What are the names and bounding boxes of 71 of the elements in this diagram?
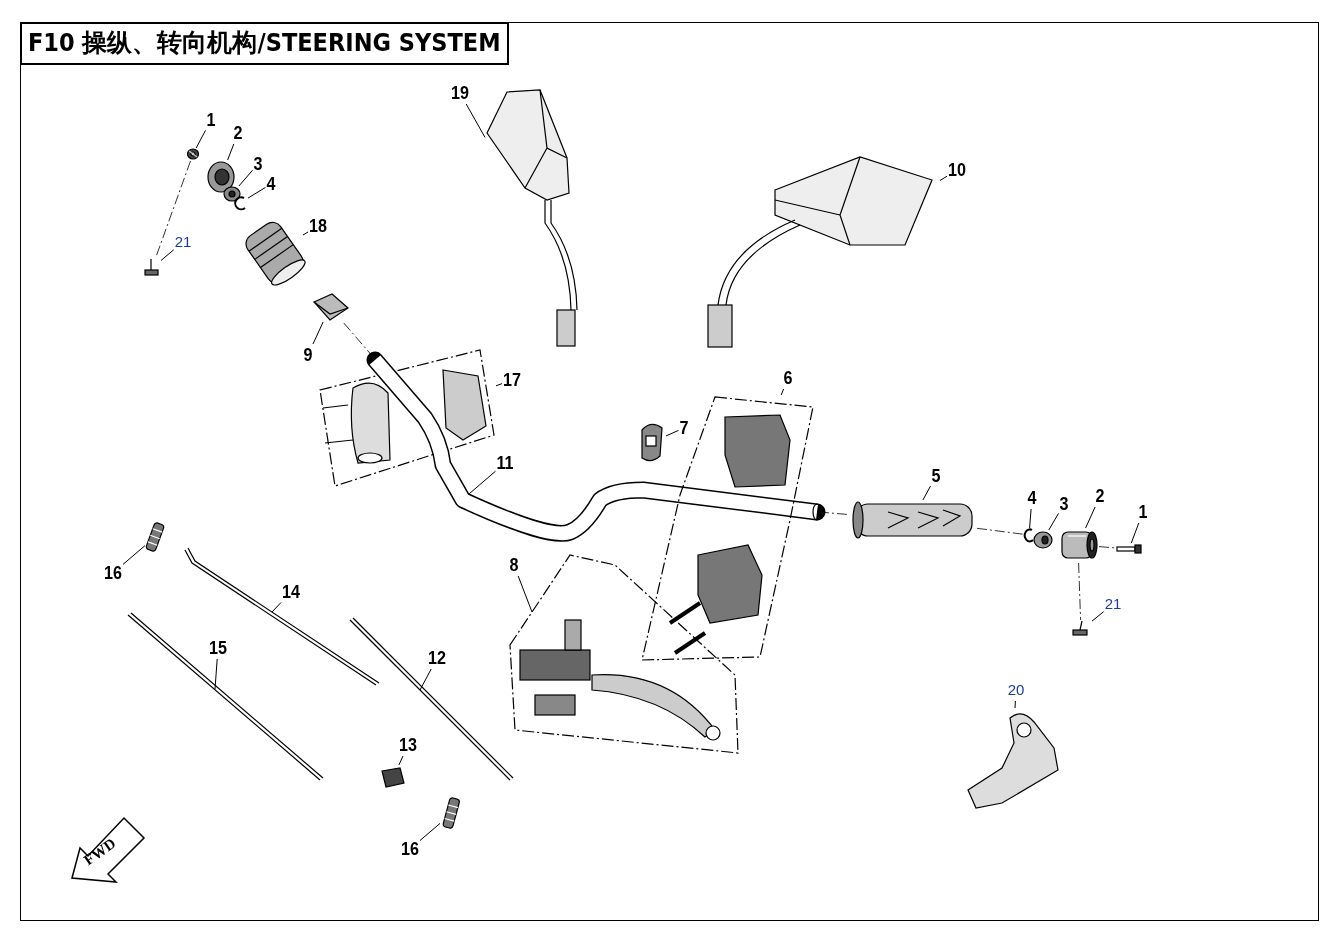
callout-number: 3 [1059,494,1069,514]
callout-number: 4 [1027,488,1037,508]
callout-number: 4 [266,174,276,194]
callout-number: 7 [679,418,689,438]
leader-line [780,388,785,396]
leader-line [495,383,503,387]
circlip-drawing [232,196,248,210]
callout-number: 1 [1138,502,1148,522]
leader-line [238,169,253,187]
callout-number: 5 [931,466,941,486]
leader-line [122,545,146,565]
callout-number: 20 [1007,680,1025,700]
leader-line [1029,508,1032,529]
lever-assembly-drawing [510,555,740,755]
callout-number: 18 [309,216,327,236]
leader-line [1014,700,1016,709]
callout-number: 9 [303,345,313,365]
bolt-drawing [186,148,200,160]
callout-number: 15 [209,638,227,658]
axis-line [1078,562,1081,621]
grip-end-drawing [1058,528,1098,562]
diagram-title: F10 操纵、转向机构/STEERING SYSTEM [20,22,509,65]
callout-number: 8 [509,555,519,575]
washer-drawing [1032,530,1054,550]
leader-line [517,575,533,613]
leader-line [195,129,206,149]
callout-number: 2 [1095,486,1105,506]
axis-line [1098,546,1116,549]
leader-line [271,602,282,613]
leader-line [922,485,931,501]
callout-number: 21 [174,232,192,252]
leader-line [398,755,404,766]
leader-line [1091,611,1105,622]
screw-drawing [143,258,161,278]
leader-line [939,175,948,181]
connector-drawing [378,765,408,791]
leader-line [465,103,486,138]
sleeve-drawing [310,292,350,322]
leader-line [312,321,324,345]
callout-number: 6 [783,368,793,388]
switch-housing-drawing [318,348,496,488]
callout-number: 2 [233,123,243,143]
leader-line [227,143,235,161]
mirror-drawing [485,88,577,350]
callout-number: 10 [948,160,966,180]
leader-line [419,668,432,691]
callout-number: 17 [503,370,521,390]
callout-number: 16 [104,563,122,583]
callout-number: 13 [399,735,417,755]
axis-line [976,527,1024,535]
grip-end-drawing [206,160,236,194]
leader-line [1085,506,1096,529]
circlip-drawing [1023,528,1035,542]
callout-number: 12 [428,648,446,668]
callout-number: 14 [282,582,300,602]
callout-number: 21 [1104,594,1122,614]
leader-line [247,186,266,199]
callout-number: 3 [253,154,263,174]
washer-drawing [223,186,241,202]
callout-number: 1 [206,110,216,130]
leader-line [1048,512,1059,531]
callout-number: 11 [496,453,514,473]
leader-line [1130,522,1140,544]
callout-number: 16 [401,839,419,859]
leader-line [302,231,309,236]
callout-number: 19 [451,83,469,103]
leader-line [419,822,441,841]
leader-line [214,658,218,690]
leader-line [665,429,679,437]
leader-line [160,249,175,261]
bolt-drawing [1115,543,1143,555]
